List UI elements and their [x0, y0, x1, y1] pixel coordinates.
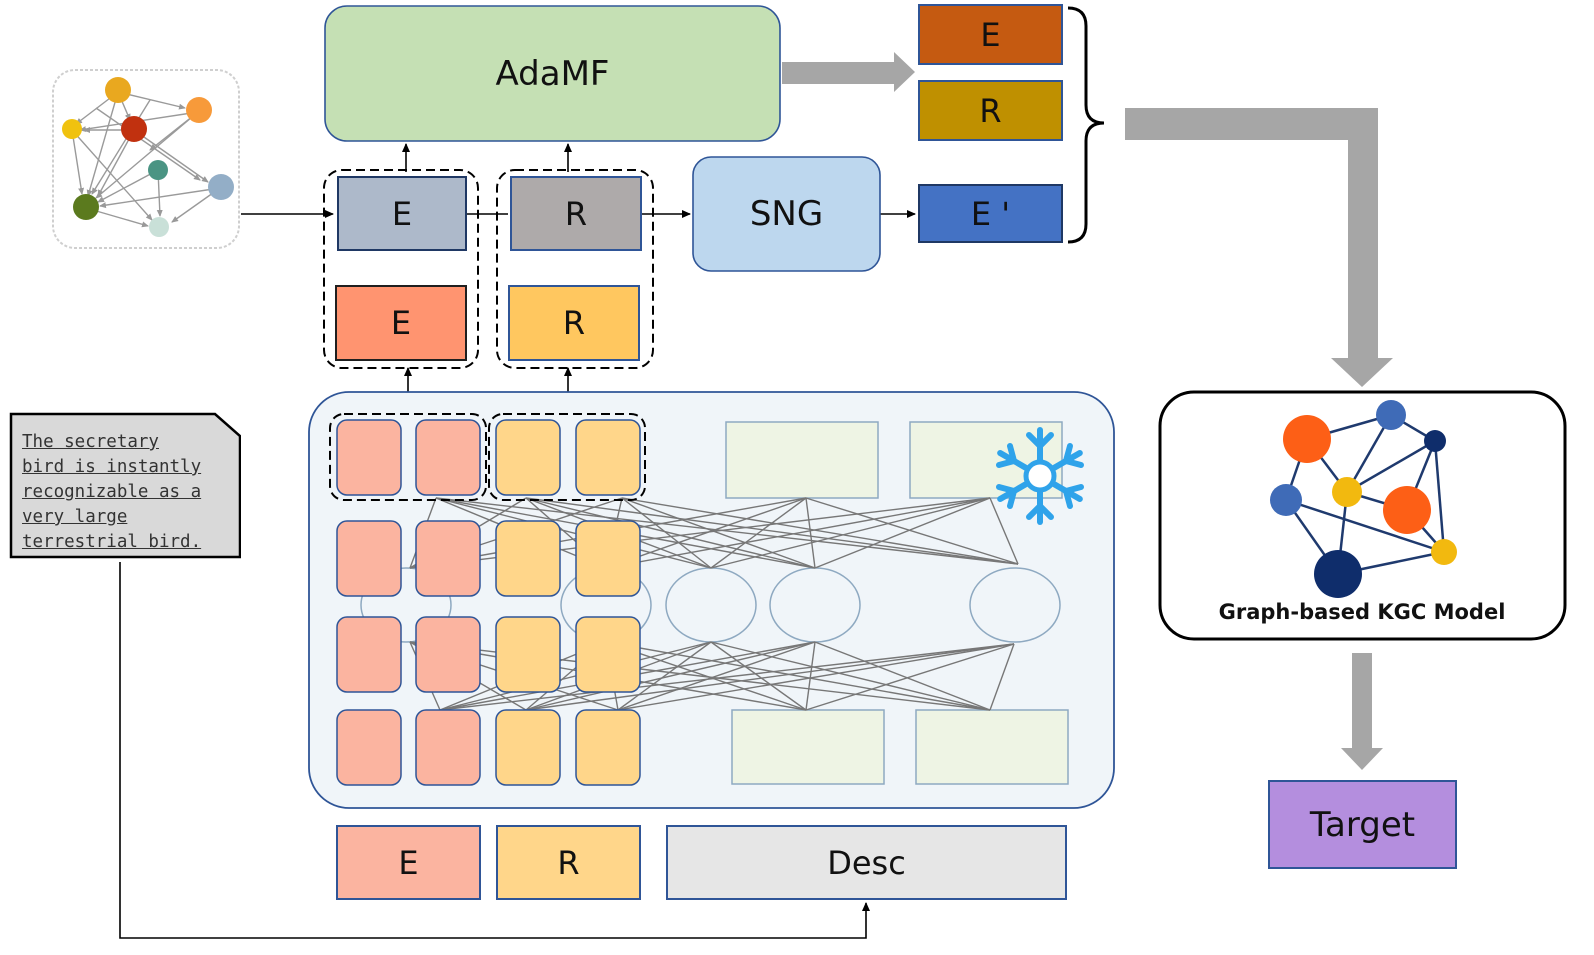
kgc-graph-icon	[1270, 400, 1457, 598]
entity-token-cell	[336, 419, 402, 496]
sng-label: SNG	[749, 194, 824, 234]
encoder-connection	[525, 641, 816, 711]
encoder-connection	[621, 497, 1019, 565]
encoder-connection	[617, 641, 712, 711]
relation-token-cell	[575, 616, 641, 693]
kgc-model-label: Graph-based KGC Model	[1218, 600, 1506, 624]
relation-token-cell	[575, 520, 641, 597]
encoder-connection	[710, 641, 991, 711]
encoder-connection	[805, 497, 1019, 565]
encoder-connection	[710, 497, 807, 569]
entity-description-document: The secretary bird is instantly recogniz…	[8, 410, 241, 560]
input-knowledge-graph-icon	[52, 69, 240, 249]
entity-embedding-structural: E	[337, 176, 467, 251]
description-text: The secretary bird is instantly recogniz…	[22, 432, 202, 552]
output-brace	[1067, 6, 1105, 244]
sng-module	[692, 156, 881, 272]
relation-token-cell	[495, 616, 561, 693]
encoder-connection	[621, 497, 712, 569]
encoder-connection	[989, 497, 1019, 565]
flow-arrows	[782, 52, 1393, 770]
relation-token-group-frame	[488, 413, 646, 501]
relation-embedding-text: R	[508, 285, 640, 361]
kgc-model-frame	[1158, 390, 1567, 641]
entity-token-cell	[415, 419, 481, 496]
token-grid	[336, 419, 641, 786]
encoder-connection	[805, 497, 816, 569]
encoder-connection	[525, 497, 1019, 565]
entity-group-frame	[323, 169, 479, 369]
encoder-connection	[617, 641, 816, 711]
target-box: Target	[1268, 780, 1457, 869]
fused-entity-output: E	[918, 4, 1063, 65]
encoder-connection	[621, 497, 816, 569]
encoder-connection	[805, 643, 1015, 711]
entity-prime-output: E '	[918, 184, 1063, 243]
encoder-connection	[814, 641, 991, 711]
encoder-connection	[989, 643, 1015, 711]
relation-group-frame	[496, 169, 654, 369]
encoder-connection	[710, 497, 991, 569]
encoder-connection	[439, 643, 1015, 711]
entity-embedding-text: E	[335, 285, 467, 361]
entity-token-cell	[336, 709, 402, 786]
input-relation-token: R	[496, 825, 641, 900]
entity-token-cell	[415, 520, 481, 597]
encoder-connection	[525, 497, 816, 569]
snowflake-icon	[995, 427, 1086, 522]
encoder-connection	[525, 643, 1015, 711]
fused-relation-output: R	[918, 80, 1063, 141]
encoder-connection	[435, 497, 712, 569]
entity-token-cell	[415, 616, 481, 693]
relation-token-cell	[575, 709, 641, 786]
relation-embedding-structural: R	[510, 176, 642, 251]
input-description-token: Desc	[666, 825, 1067, 900]
encoder-connection	[814, 497, 991, 569]
encoder-connection	[605, 497, 991, 569]
entity-token-cell	[336, 520, 402, 597]
frozen-encoder	[308, 391, 1115, 809]
adamf-label: AdaMF	[495, 53, 610, 94]
entity-token-cell	[415, 709, 481, 786]
encoder-connection	[605, 641, 991, 711]
entity-token-cell	[336, 616, 402, 693]
entity-token-group-frame	[329, 413, 487, 501]
encoder-connection	[805, 641, 816, 711]
encoder-connection	[710, 641, 807, 711]
encoder-connection	[435, 497, 1019, 565]
relation-token-cell	[495, 709, 561, 786]
relation-token-cell	[495, 520, 561, 597]
relation-token-cell	[575, 419, 641, 496]
input-entity-token: E	[336, 825, 481, 900]
encoder-connection	[617, 643, 1015, 711]
adamf-module	[324, 5, 781, 142]
relation-token-cell	[495, 419, 561, 496]
